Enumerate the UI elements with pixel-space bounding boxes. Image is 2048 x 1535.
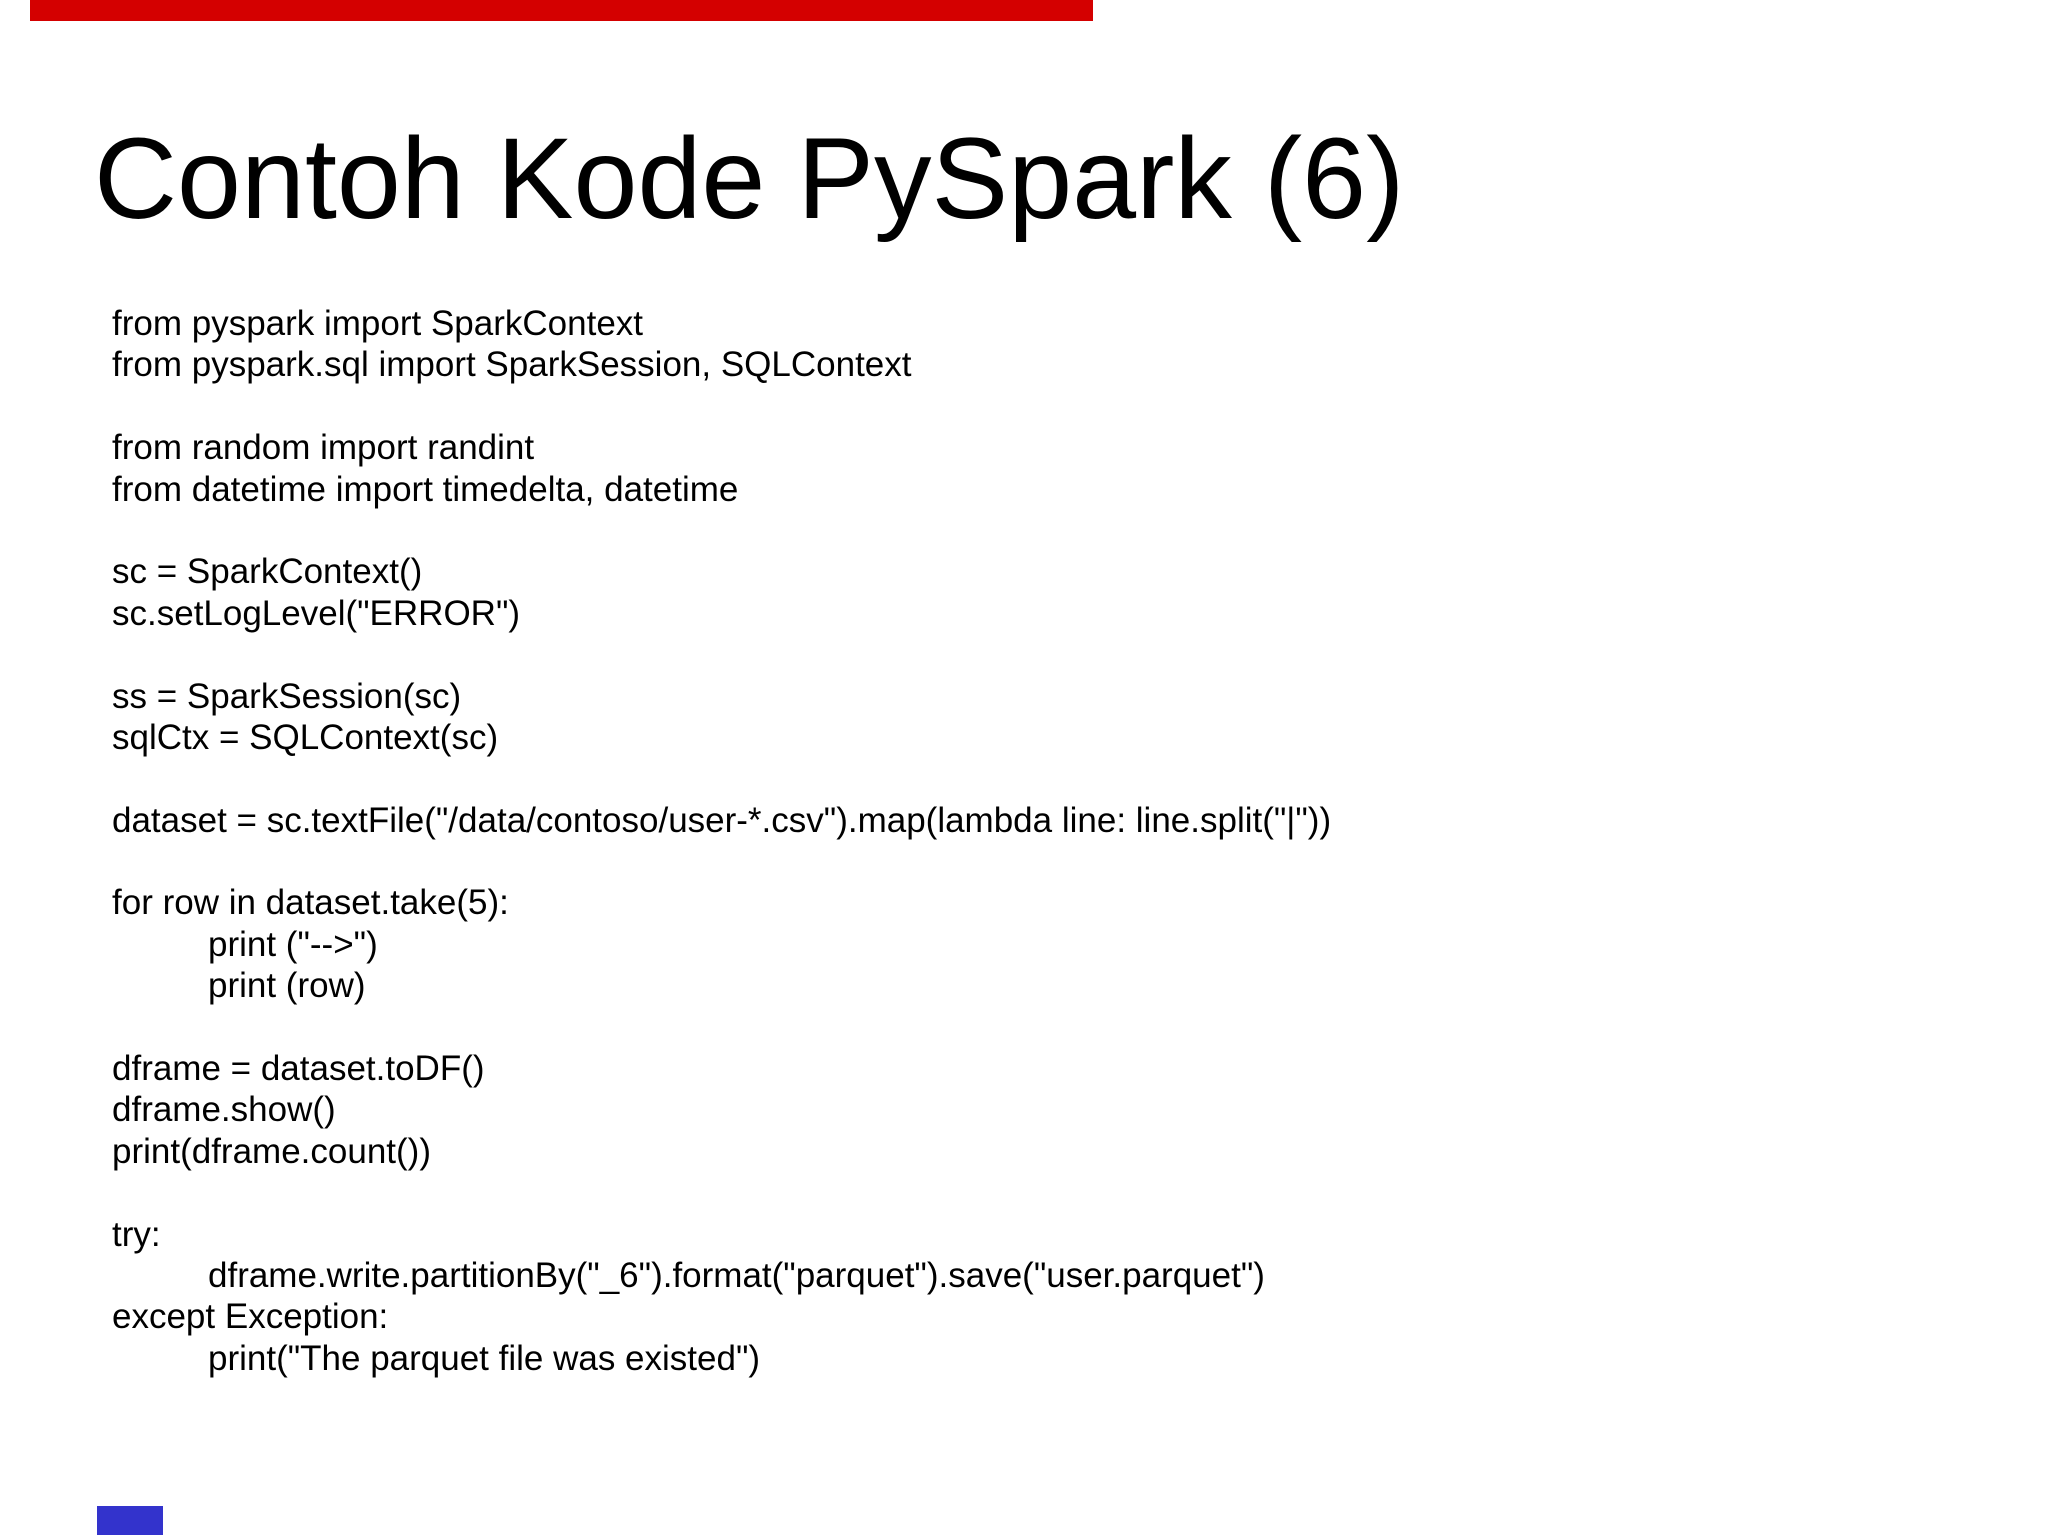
code-line: for row in dataset.take(5):	[112, 883, 509, 923]
code-line	[112, 634, 1331, 675]
code-line: print ("-->")	[208, 924, 378, 964]
code-line: dframe.show()	[112, 1090, 336, 1130]
code-line: try:	[112, 1214, 161, 1254]
code-line: sc.setLogLevel("ERROR")	[112, 593, 521, 633]
code-line	[112, 841, 1331, 882]
code-line: ss = SparkSession(sc)	[112, 676, 462, 716]
code-line: dataset = sc.textFile("/data/contoso/use…	[112, 800, 1332, 840]
red-progress-bar	[30, 0, 1093, 21]
code-line: except Exception:	[112, 1297, 389, 1337]
code-line: print (row)	[208, 966, 366, 1006]
code-line	[112, 510, 1331, 551]
code-line: from pyspark import SparkContext	[112, 304, 644, 343]
code-line	[112, 386, 1331, 427]
code-line	[112, 758, 1331, 799]
blue-bottom-marker	[97, 1506, 163, 1535]
code-line	[112, 1172, 1331, 1213]
code-line: sc = SparkContext()	[112, 552, 423, 592]
code-line: dframe = dataset.toDF()	[112, 1049, 485, 1089]
code-line: sqlCtx = SQLContext(sc)	[112, 717, 499, 757]
code-line: from random import randint	[112, 428, 535, 468]
code-line: from datetime import timedelta, datetime	[112, 469, 739, 509]
code-line: from pyspark.sql import SparkSession, SQ…	[112, 345, 912, 385]
code-line: print(dframe.count())	[112, 1131, 431, 1171]
slide-title: Contoh Kode PySpark (6)	[94, 115, 1405, 243]
code-line	[112, 1007, 1331, 1048]
code-line: print("The parquet file was existed")	[208, 1338, 761, 1378]
code-line: dframe.write.partitionBy("_6").format("p…	[208, 1255, 1265, 1295]
